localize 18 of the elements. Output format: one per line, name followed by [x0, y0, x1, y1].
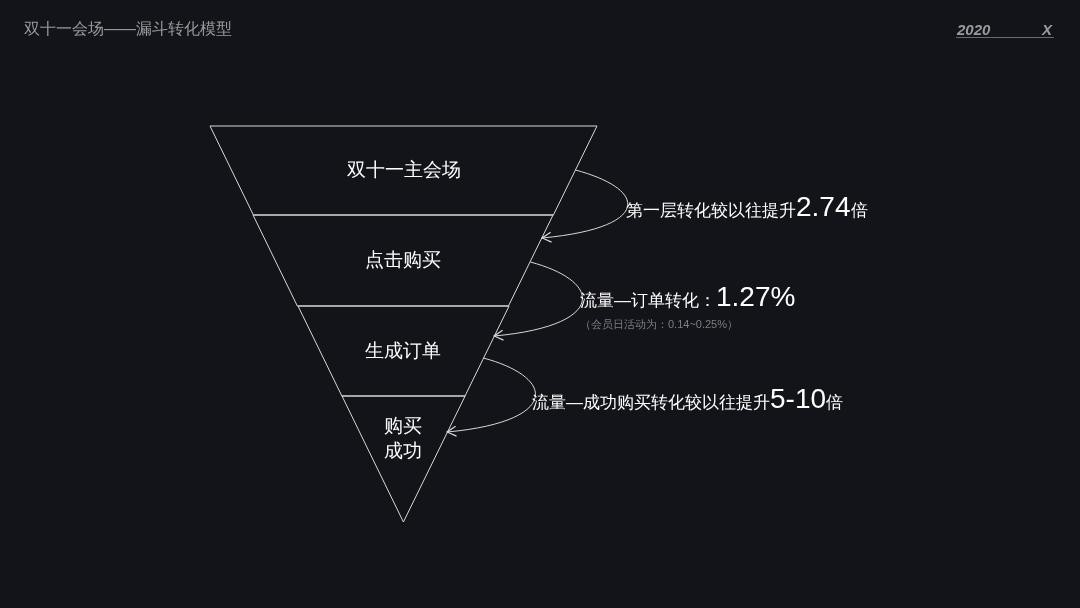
segment-label: 点击购买: [365, 248, 442, 273]
year-label: 2020: [957, 20, 991, 40]
curved-arrow: [446, 357, 536, 437]
edge-label: 流量—订单转化：1.27%: [580, 280, 796, 314]
edge-label: 流量—成功购买转化较以往提升5-10倍: [532, 382, 844, 416]
funnel-segment: [297, 306, 509, 396]
edge-label: 第一层转化较以往提升2.74倍: [626, 190, 868, 224]
note-text: （会员日活动为：0.14~0.25%）: [580, 317, 739, 332]
funnel-segment: [253, 215, 554, 306]
header-mark: X: [1042, 20, 1052, 40]
segment-label: 生成订单: [365, 338, 442, 363]
segment-label: 购买成功: [383, 414, 424, 463]
funnel-segment: [341, 396, 465, 522]
segment-label: 双十一主会场: [346, 158, 461, 183]
curved-arrow: [541, 169, 628, 243]
curved-arrow: [493, 261, 583, 341]
page-title: 双十一会场——漏斗转化模型: [24, 19, 232, 39]
funnel-segment: [210, 126, 597, 215]
